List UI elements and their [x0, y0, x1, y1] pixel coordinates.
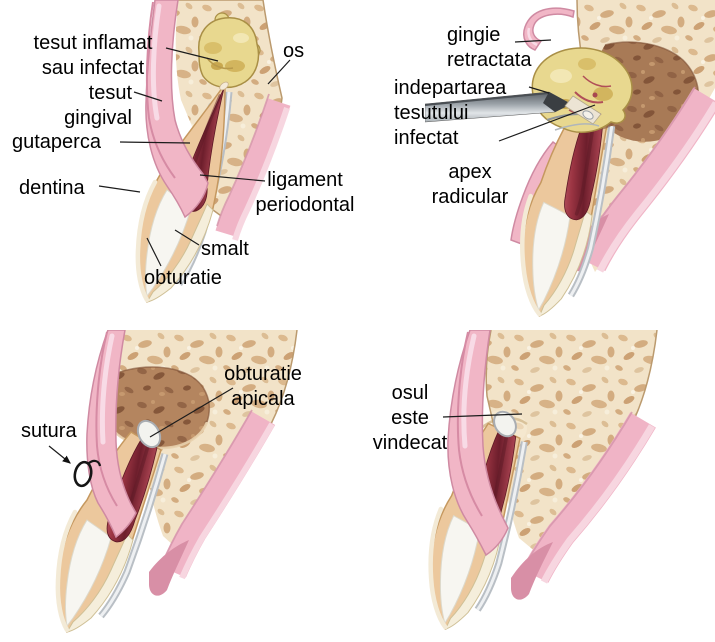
gingiva: [447, 330, 509, 557]
label-enamel: smalt: [201, 238, 249, 260]
label-apical-filling: obturatie apicala: [224, 363, 302, 410]
palatal-gum-band: [149, 409, 276, 596]
label-root-apex: apex radicular: [431, 161, 509, 208]
label-bone: os: [283, 40, 305, 62]
label-filling: obturatie: [144, 267, 222, 289]
label-healed-bone: osul este vindecat: [372, 382, 448, 454]
panel-2-tissue-removal: [425, 0, 715, 330]
suture-thread: [73, 459, 102, 488]
label-periodontal-ligament: ligament periodontal: [255, 169, 355, 216]
palatal-gum-band: [215, 93, 291, 241]
panel-4-healed-bone: [355, 330, 658, 642]
gingiva: [145, 0, 209, 219]
palatal-gum-band: [511, 411, 656, 600]
label-gutta-percha: gutaperca: [12, 131, 101, 153]
label-gingival-tissue: tesut gingival: [64, 82, 132, 129]
label-inflamed-tissue: tesut inflamat sau infectat: [33, 32, 153, 79]
apical-filling: [493, 410, 517, 438]
gingiva: [86, 330, 137, 539]
label-dentin: dentina: [19, 177, 85, 199]
label-suture: sutura: [21, 420, 77, 442]
label-infected-tissue-removal: indepartarea tesutului infectat: [394, 77, 507, 149]
label-retracted-gingiva: gingie retractata: [447, 24, 532, 71]
